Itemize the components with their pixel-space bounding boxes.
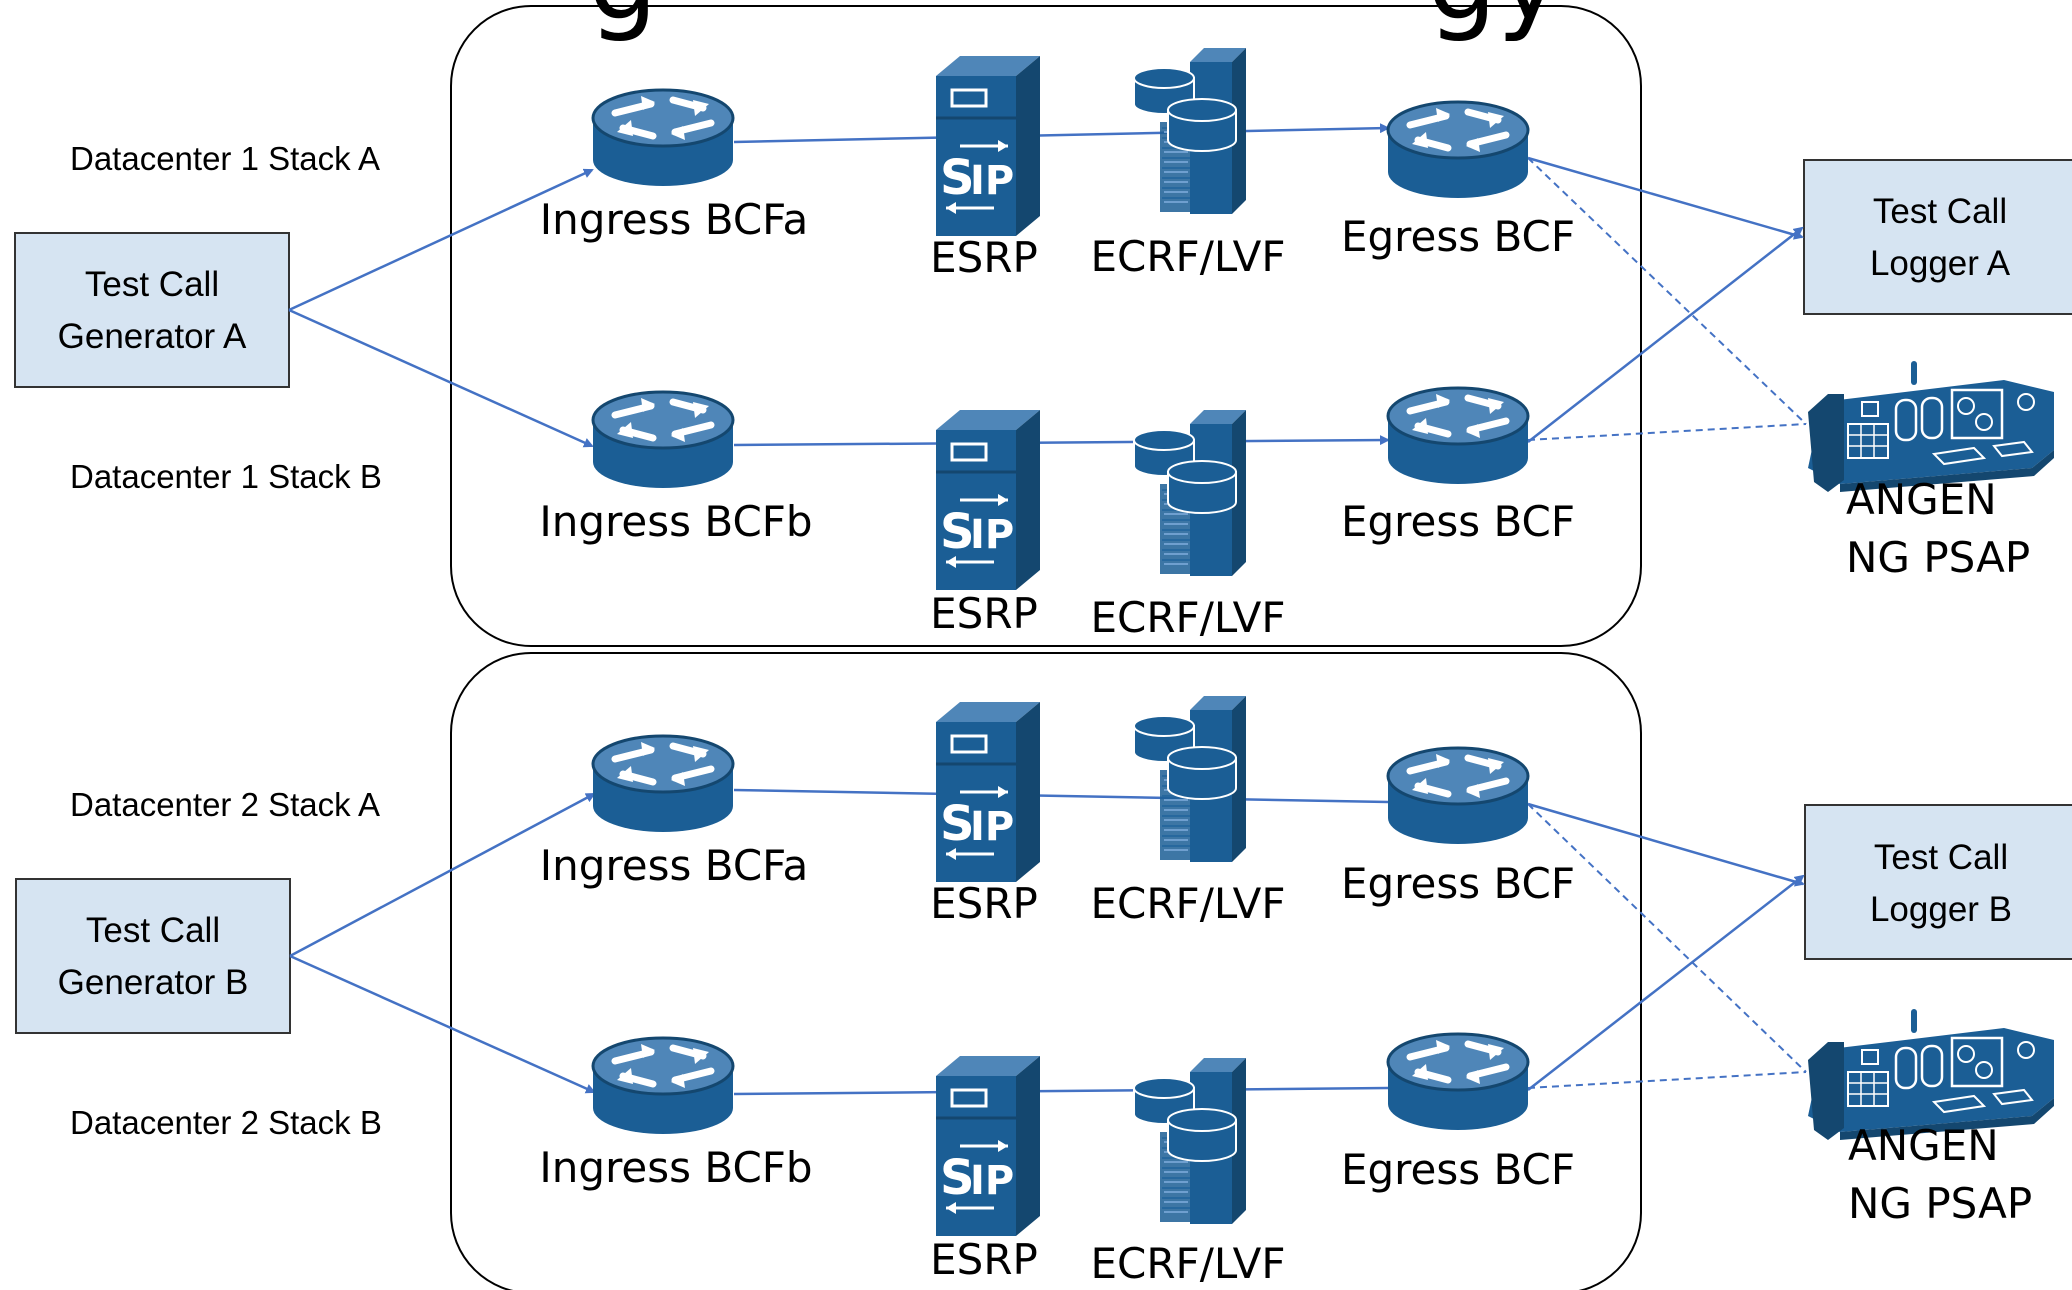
datacenter-2-boundary bbox=[450, 652, 1642, 1290]
router-icon bbox=[593, 90, 733, 186]
logger-b-line2: Logger B bbox=[1870, 890, 2012, 929]
sip-server-icon bbox=[934, 408, 1042, 592]
ecrf-label-dc1-a: ECRF/LVF bbox=[1090, 232, 1285, 281]
sip-server-icon bbox=[934, 54, 1042, 238]
ingress-bcfb-label-dc1: Ingress BCFb bbox=[539, 497, 812, 546]
link-stack-b-chain bbox=[733, 435, 1390, 447]
egress-bcf-label-dc1-a: Egress BCF bbox=[1341, 212, 1575, 261]
datacenter-2-links bbox=[289, 788, 1807, 1096]
esrp-label-dc1-a: ESRP bbox=[930, 233, 1038, 282]
esrp-label-dc2-a: ESRP bbox=[930, 879, 1038, 928]
router-icon bbox=[1388, 102, 1528, 198]
generator-b-line1: Test Call bbox=[86, 911, 220, 950]
esrp-label-dc2-b: ESRP bbox=[930, 1235, 1038, 1284]
datacenter-1-links bbox=[288, 123, 1807, 448]
logger-a-line1: Test Call bbox=[1873, 192, 2007, 231]
link-egress-b-to-psap-dashed bbox=[1527, 423, 1807, 441]
link-egress-a-to-logger-a bbox=[1527, 156, 1804, 240]
link-stack-a-chain bbox=[733, 123, 1390, 144]
router-icon bbox=[593, 392, 733, 488]
datacenter-1-stack-a-label: Datacenter 1 Stack A bbox=[70, 140, 380, 177]
ingress-bcfa-label-dc1: Ingress BCFa bbox=[540, 195, 808, 244]
title-fragment: g gy bbox=[588, 0, 1562, 44]
psap-line1-dc2: ANGEN bbox=[1848, 1121, 1999, 1170]
ingress-bcfb-label-dc2: Ingress BCFb bbox=[539, 1143, 812, 1192]
esrp-label-dc1-b: ESRP bbox=[930, 589, 1038, 638]
link-egress-a-to-logger-b bbox=[1527, 802, 1805, 887]
generator-a-line1: Test Call bbox=[85, 265, 219, 304]
egress-bcf-label-dc1-b: Egress BCF bbox=[1341, 497, 1575, 546]
router-icon bbox=[1388, 1034, 1528, 1130]
link-stack-b-chain bbox=[733, 1086, 1389, 1096]
test-call-logger-b: Test Call Logger B bbox=[1804, 804, 2072, 960]
ecrf-label-dc1-b: ECRF/LVF bbox=[1090, 593, 1285, 642]
router-icon bbox=[593, 1038, 733, 1134]
test-call-generator-b: Test Call Generator B bbox=[15, 878, 291, 1034]
egress-bcf-label-dc2-b: Egress BCF bbox=[1341, 1145, 1575, 1194]
link-egress-a-to-psap-dashed bbox=[1527, 803, 1807, 1073]
link-egress-b-to-logger-b bbox=[1527, 874, 1805, 1091]
test-call-logger-a: Test Call Logger A bbox=[1803, 159, 2072, 315]
generator-a-line2: Generator A bbox=[58, 317, 247, 356]
link-egress-b-to-logger-a bbox=[1527, 226, 1804, 443]
logger-a-line2: Logger A bbox=[1870, 244, 2011, 283]
psap-line1-dc1: ANGEN bbox=[1846, 475, 1997, 524]
router-icon bbox=[593, 736, 733, 832]
database-server-icon bbox=[1133, 47, 1247, 215]
phone-console-icon bbox=[1808, 364, 2054, 492]
sip-server-icon bbox=[934, 1054, 1042, 1238]
router-icon bbox=[1388, 748, 1528, 844]
sip-server-icon bbox=[934, 700, 1042, 884]
ecrf-label-dc2-b: ECRF/LVF bbox=[1090, 1239, 1285, 1288]
datacenter-1-stack-b-label: Datacenter 1 Stack B bbox=[70, 458, 382, 495]
datacenter-1-boundary bbox=[450, 5, 1642, 647]
link-gen-b-to-ingress-a bbox=[289, 792, 596, 958]
egress-bcf-label-dc2-a: Egress BCF bbox=[1341, 859, 1575, 908]
router-icon bbox=[1388, 388, 1528, 484]
database-server-icon bbox=[1133, 695, 1247, 863]
link-egress-b-to-psap-dashed bbox=[1527, 1071, 1807, 1089]
logger-b-line1: Test Call bbox=[1874, 838, 2008, 877]
test-call-generator-a: Test Call Generator A bbox=[14, 232, 290, 388]
database-server-icon bbox=[1133, 1057, 1247, 1225]
link-gen-b-to-ingress-b bbox=[289, 954, 596, 1094]
generator-b-line2: Generator B bbox=[58, 963, 249, 1002]
datacenter-1: Datacenter 1 Stack A Datacenter 1 Stack … bbox=[14, 5, 2072, 647]
datacenter-2: Datacenter 2 Stack A Datacenter 2 Stack … bbox=[15, 652, 2072, 1290]
psap-line2-dc1: NG PSAP bbox=[1846, 533, 2030, 582]
database-server-icon bbox=[1133, 409, 1247, 577]
link-gen-a-to-ingress-b bbox=[288, 308, 594, 448]
datacenter-2-stack-b-label: Datacenter 2 Stack B bbox=[70, 1104, 382, 1141]
link-gen-a-to-ingress-a bbox=[288, 168, 594, 312]
link-stack-a-chain bbox=[733, 788, 1389, 804]
ingress-bcfa-label-dc2: Ingress BCFa bbox=[540, 841, 808, 890]
ecrf-label-dc2-a: ECRF/LVF bbox=[1090, 879, 1285, 928]
psap-line2-dc2: NG PSAP bbox=[1848, 1179, 2032, 1228]
datacenter-2-stack-a-label: Datacenter 2 Stack A bbox=[70, 786, 380, 823]
link-egress-a-to-psap-dashed bbox=[1527, 157, 1807, 425]
